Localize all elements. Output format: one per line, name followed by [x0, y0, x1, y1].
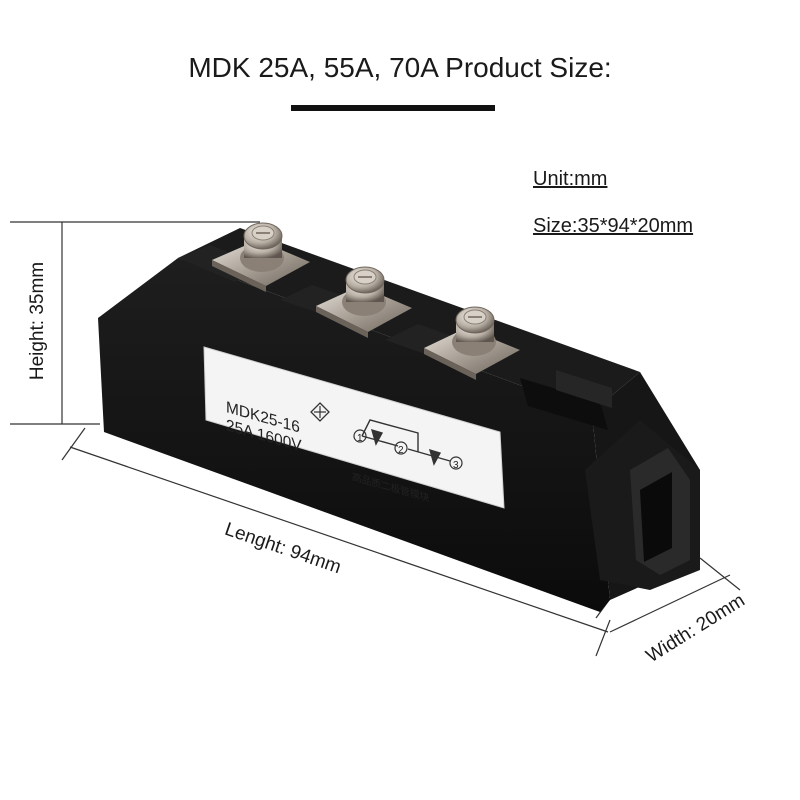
page-title: MDK 25A, 55A, 70A Product Size:	[188, 52, 612, 83]
pin-1-label: 1	[357, 433, 363, 444]
terminal-2	[316, 266, 412, 338]
diode-schematic-icon	[361, 419, 451, 466]
size-spec: Size:35*94*20mm	[533, 215, 694, 237]
height-dimension-lines	[10, 221, 260, 425]
height-label: Height: 35mm	[27, 261, 48, 381]
width-dimension-lines	[609, 557, 741, 633]
brand-logo-icon	[310, 402, 330, 422]
pin-2-label: 2	[398, 445, 404, 456]
terminal-1	[212, 222, 310, 292]
unit-spec: Unit:mm	[533, 168, 608, 190]
title-underline	[291, 105, 495, 111]
terminal-3	[424, 306, 520, 380]
pin-3-label: 3	[453, 460, 459, 471]
diode-module: MDK25-16 25A 1600V 1 2 3	[98, 222, 700, 612]
